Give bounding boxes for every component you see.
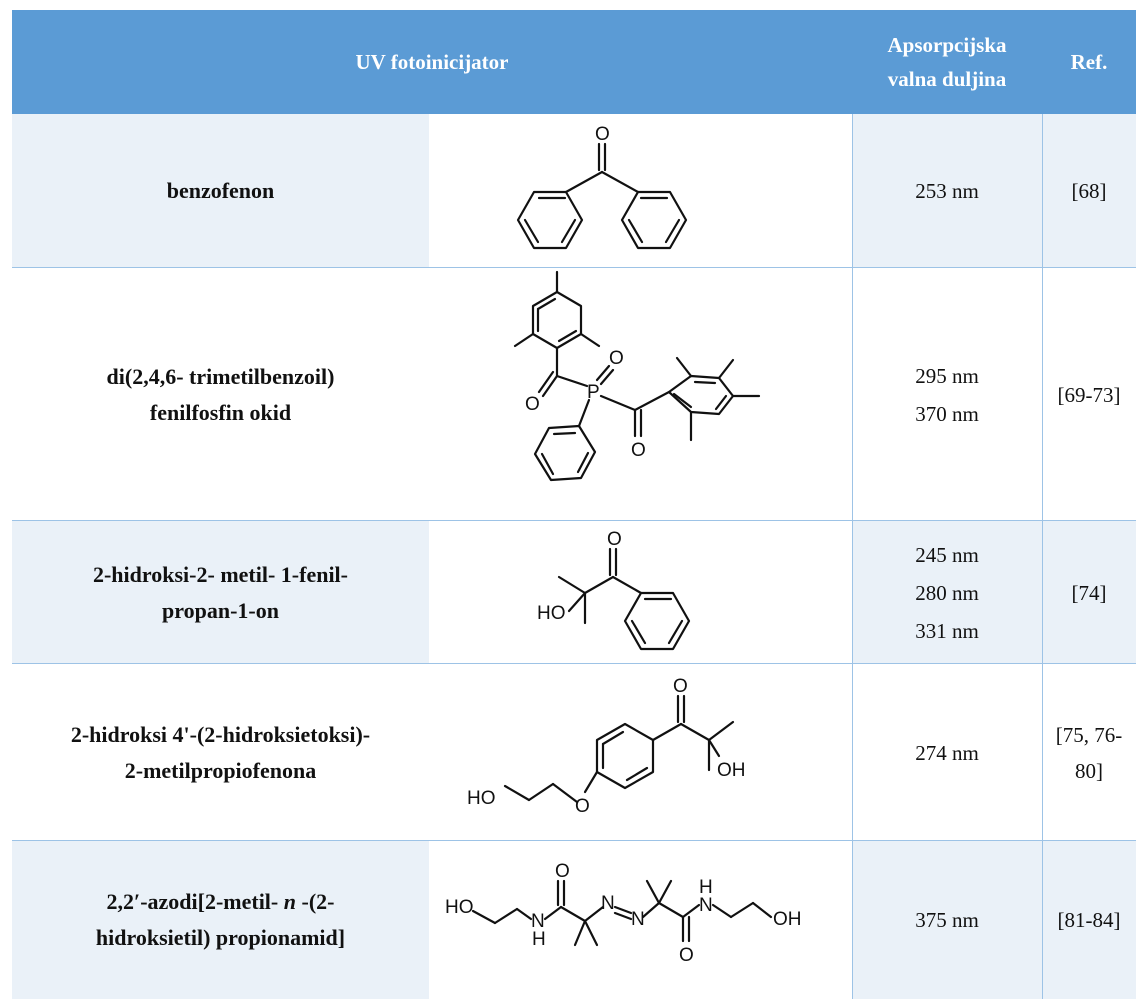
- svg-text:O: O: [525, 394, 540, 415]
- svg-text:HO: HO: [445, 897, 474, 918]
- svg-text:O: O: [673, 676, 688, 697]
- svg-text:OH: OH: [717, 760, 746, 781]
- table-row: 2-hidroksi-2- metil- 1-fenil- propan-1-o…: [12, 521, 1136, 664]
- svg-text:P: P: [587, 382, 600, 403]
- row-name: 2-hidroksi 4'-(2-hidroksietoksi)- 2-meti…: [70, 721, 371, 783]
- svg-text:H: H: [532, 929, 546, 950]
- structure-hmpp: O HO: [429, 521, 852, 664]
- row-wavelength: 375 nm: [915, 908, 979, 932]
- table-row: 2-hidroksi 4'-(2-hidroksietoksi)- 2-meti…: [12, 664, 1136, 841]
- row-wavelength: 274 nm: [915, 740, 979, 765]
- table-row: di(2,4,6- trimetilbenzoil) fenilfosfin o…: [12, 268, 1136, 521]
- row-wavelength: 253 nm: [915, 179, 979, 203]
- svg-text:O: O: [555, 861, 570, 882]
- row-wavelength: 245 nm 280 nm 331 nm: [915, 542, 979, 643]
- row-name: 2-hidroksi-2- metil- 1-fenil- propan-1-o…: [92, 561, 348, 623]
- row-ref: [68]: [1071, 179, 1107, 203]
- bapo-structure-icon: O O P O: [513, 270, 761, 482]
- svg-text:H: H: [699, 877, 713, 898]
- column-divider: [852, 114, 853, 999]
- svg-text:N: N: [631, 909, 645, 930]
- header-initiator: UV fotoinicijator: [355, 50, 509, 74]
- table-row: benzofenon: [12, 114, 1136, 268]
- structure-benzophenone: O: [429, 114, 852, 268]
- svg-text:HO: HO: [467, 788, 496, 809]
- row-wavelength: 295 nm 370 nm: [915, 363, 979, 426]
- svg-text:O: O: [679, 945, 694, 966]
- row-name: benzofenon: [166, 178, 275, 203]
- va-086-structure-icon: HO O N H N N H N O OH: [445, 861, 802, 966]
- table-row: 2,2′-azodi[2-metil- n -(2- hidroksietil)…: [12, 841, 1136, 999]
- column-divider: [1042, 114, 1043, 999]
- svg-text:N: N: [699, 895, 713, 916]
- svg-text:O: O: [631, 440, 646, 461]
- row-name: 2,2′-azodi[2-metil- n -(2- hidroksietil)…: [95, 889, 346, 950]
- structure-bapo: O O P O: [429, 268, 852, 521]
- structure-va-086: HO O N H N N H N O OH: [429, 841, 852, 999]
- svg-text:O: O: [607, 529, 622, 550]
- row-ref: [81-84]: [1057, 908, 1121, 932]
- row-ref: [75, 76- 80]: [1055, 722, 1123, 783]
- svg-text:N: N: [531, 911, 545, 932]
- row-ref: [74]: [1071, 580, 1107, 605]
- svg-text:O: O: [575, 796, 590, 817]
- structure-irgacure-2959: O OH HO O: [429, 664, 852, 841]
- benzophenone-structure-icon: O: [516, 124, 688, 250]
- svg-text:O: O: [595, 124, 610, 145]
- row-name: di(2,4,6- trimetilbenzoil) fenilfosfin o…: [106, 363, 335, 425]
- svg-text:OH: OH: [773, 909, 802, 930]
- svg-text:O: O: [609, 348, 624, 369]
- svg-text:N: N: [601, 893, 615, 914]
- svg-text:HO: HO: [537, 603, 566, 624]
- hmpp-structure-icon: O HO: [537, 529, 691, 651]
- irgacure-2959-structure-icon: O OH HO O: [467, 676, 746, 817]
- header-ref: Ref.: [1070, 50, 1108, 74]
- row-ref: [69-73]: [1057, 382, 1121, 407]
